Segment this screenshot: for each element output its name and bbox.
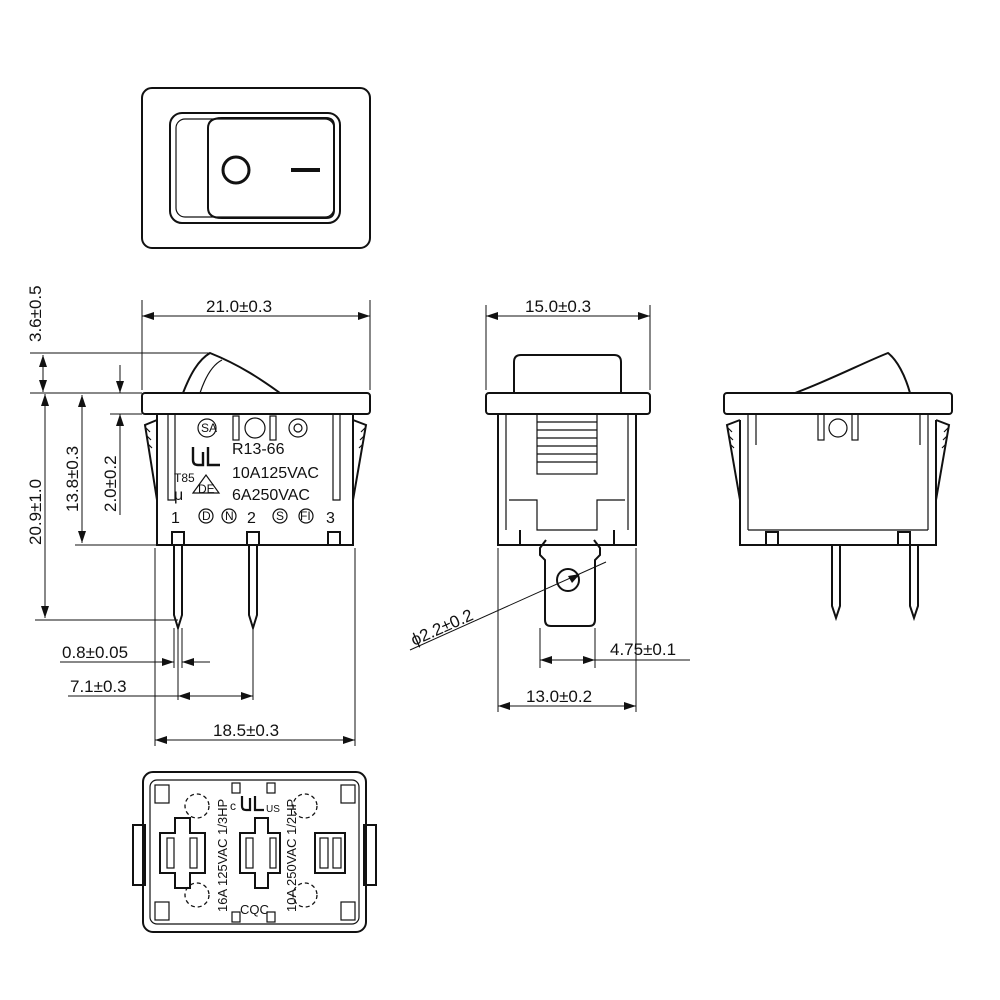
bottom-left-tab (132, 824, 146, 886)
dim-base-depth: 13.0±0.2 (526, 687, 592, 706)
side-ribs (536, 413, 598, 475)
bottom-terminal-2 (239, 817, 281, 889)
right-clip (352, 419, 368, 501)
bottom-rating-left: 16A 125VAC 1/3HP (215, 799, 230, 912)
front-dimensions: 21.0±0.3 3.6±0.5 20.9±1.0 13.8±0.3 2.0±0… (26, 285, 371, 746)
terminal-base-2 (246, 531, 260, 546)
mu-text: μ (174, 487, 183, 504)
dim-base-width: 18.5±0.3 (213, 721, 279, 740)
dim-hole-dia: ϕ2.2±0.2 (408, 605, 476, 649)
d-mark-icon (198, 508, 214, 524)
bottom-rating-right: 10A 250VAC 1/2HP (284, 799, 299, 912)
n-mark-icon (221, 508, 237, 524)
actuator-outer (169, 112, 341, 224)
ccc-mark-inner (293, 423, 303, 433)
left-clip-teeth (145, 427, 153, 449)
side-flange (485, 392, 651, 415)
bottom-brand: CQC (240, 902, 269, 917)
terminal-3-label: 3 (326, 510, 335, 527)
dim-terminal-pitch: 7.1±0.3 (70, 677, 127, 696)
side-terminal-tab (539, 539, 601, 627)
ccc-mark-icon (288, 418, 308, 438)
top-view (141, 87, 371, 249)
s-mark-icon (272, 508, 288, 524)
front-actuator (182, 351, 281, 394)
bottom-view: 16A 125VAC 1/3HP 10A 250VAC 1/2HP CQC c … (132, 771, 377, 933)
bezel-outline (141, 87, 371, 249)
left-inner-wall (167, 414, 176, 501)
terminal-2-label: 2 (247, 510, 256, 527)
rear-left-clip (725, 419, 741, 501)
front-actuator-inner (199, 359, 223, 394)
bottom-right-tab (363, 824, 377, 886)
sa-mark-icon (197, 418, 217, 438)
fi-mark-text: FI (300, 509, 311, 523)
left-clip (143, 419, 158, 501)
model-text: R13-66 (232, 441, 285, 458)
sa-mark-text: SA (201, 421, 217, 435)
rear-body (739, 420, 937, 546)
off-symbol (221, 155, 251, 185)
rating-2-text: 6A250VAC (232, 487, 310, 504)
front-hole (244, 417, 266, 439)
side-dimensions: 15.0±0.3 ϕ2.2±0.2 4.75±0.1 13.0±0.2 (408, 297, 690, 712)
de-text: DE (198, 482, 215, 496)
bottom-terminal-3 (314, 832, 346, 874)
side-body (497, 414, 637, 546)
right-inner-wall (332, 414, 341, 501)
cul-c-text: c (230, 799, 236, 813)
front-flange (141, 392, 371, 415)
front-view: SA R13-66 10A125VAC 6A250VAC T85 μ DE 1 … (141, 351, 371, 632)
rear-pin-2 (909, 545, 919, 622)
d-mark-text: D (202, 509, 211, 523)
n-mark-text: N (225, 509, 234, 523)
dim-terminal-width: 0.8±0.05 (62, 643, 128, 662)
dim-width-front: 21.0±0.3 (206, 297, 272, 316)
front-slot-left (232, 415, 240, 441)
ul-mark-icon (191, 447, 220, 467)
rear-flange (723, 392, 953, 415)
rating-1-text: 10A125VAC (232, 465, 319, 482)
rear-pin-1 (831, 545, 841, 622)
terminal-pin-1 (173, 545, 183, 632)
dim-width-side: 15.0±0.3 (525, 297, 591, 316)
right-clip-teeth (358, 427, 366, 449)
s-mark-text: S (276, 509, 284, 523)
terminal-base-1 (171, 531, 185, 546)
bottom-outline (142, 771, 367, 933)
terminal-pin-2 (248, 545, 258, 632)
dim-tab-width: 4.75±0.1 (610, 640, 676, 659)
de-triangle-icon (191, 473, 221, 494)
side-actuator (513, 354, 622, 393)
side-view (485, 354, 651, 627)
cul-us-text: US (266, 804, 280, 815)
cul-mark-icon (240, 796, 264, 812)
rocker-face (207, 117, 335, 219)
rear-right-clip (935, 419, 951, 501)
dim-height-body: 13.8±0.3 (63, 446, 82, 512)
dim-height-total: 20.9±1.0 (26, 479, 45, 545)
front-slot-right (269, 415, 277, 441)
fi-mark-icon (298, 508, 314, 524)
dim-height-actuator: 3.6±0.5 (26, 285, 45, 342)
rear-actuator (794, 351, 911, 394)
terminal-base-3 (327, 531, 341, 546)
rear-view (723, 351, 953, 622)
bottom-terminal-1 (159, 817, 206, 889)
temp-text: T85 (174, 471, 195, 485)
dim-height-flange: 2.0±0.2 (101, 455, 120, 512)
terminal-1-label: 1 (171, 510, 180, 527)
side-terminal-hole (556, 568, 580, 592)
